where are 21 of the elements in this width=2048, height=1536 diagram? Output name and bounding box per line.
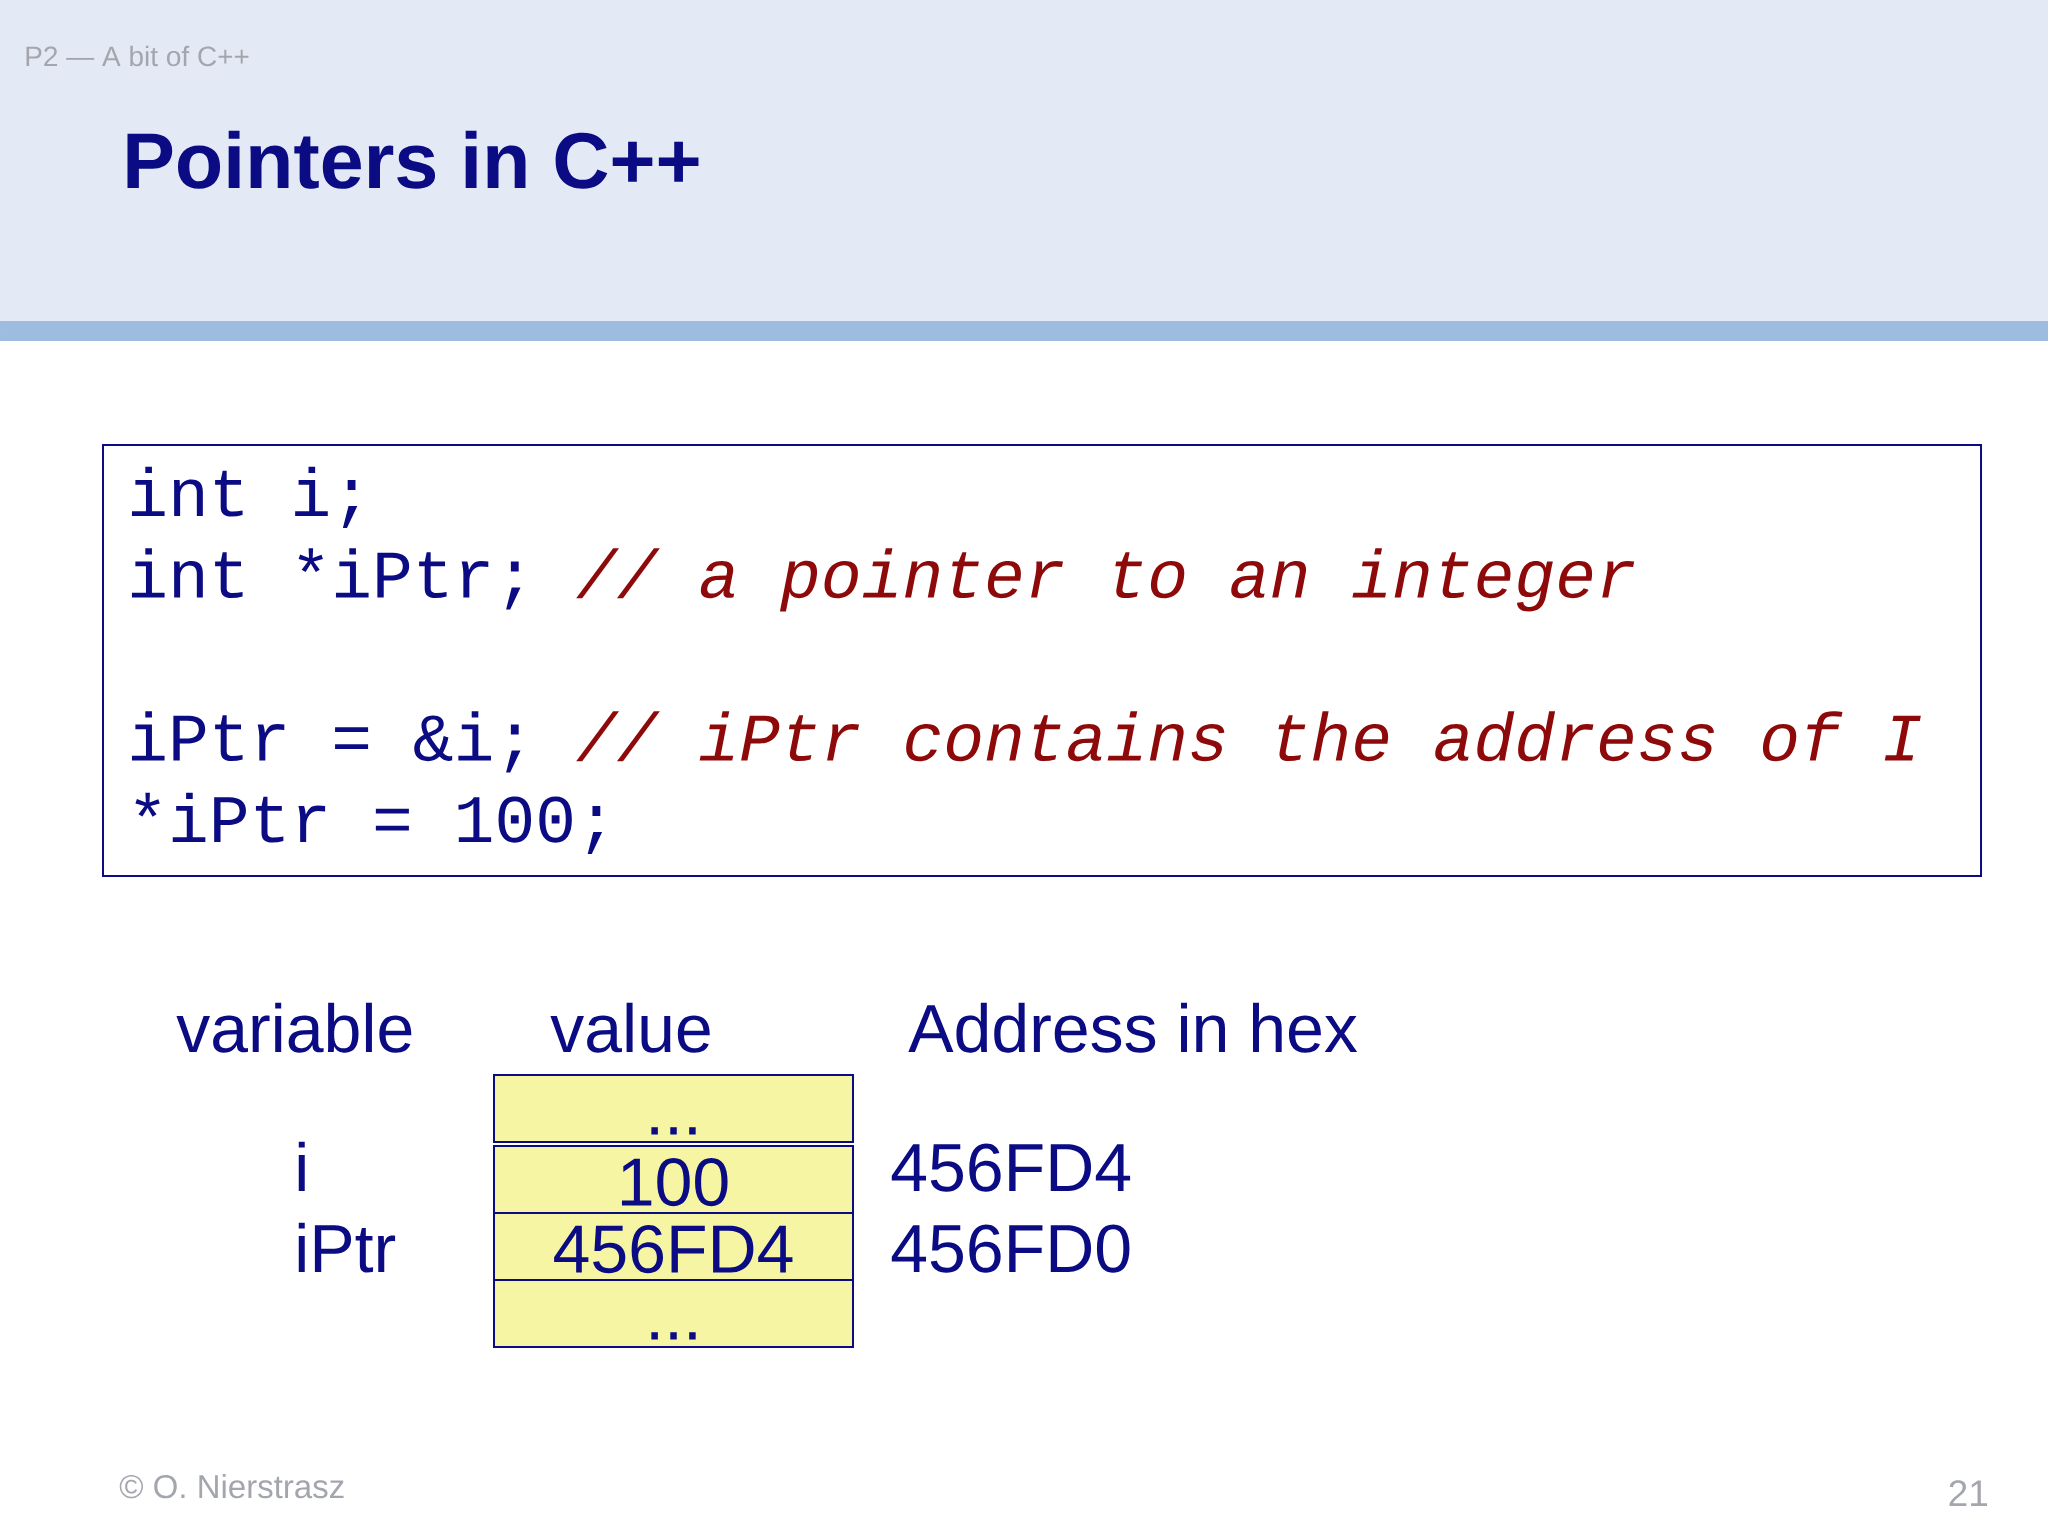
slide-title: Pointers in C++ xyxy=(127,130,699,189)
address-label: 456FD4 xyxy=(891,1143,1131,1192)
code-line: int *iPtr; xyxy=(131,548,521,610)
code-line: *iPtr = 100; xyxy=(135,792,603,855)
memory-cell: 456FD4 xyxy=(493,1212,854,1281)
memory-cell: 100 xyxy=(493,1145,854,1214)
code-line: iPtr = &i; xyxy=(131,711,521,773)
memory-cell: ... xyxy=(493,1279,854,1348)
code-comment: // iPtr contains the address of I xyxy=(576,711,1921,762)
column-header: Address in hex xyxy=(908,1002,1358,1053)
memory-cell: ... xyxy=(493,1074,854,1143)
running-header: P2 — A bit of C++ xyxy=(26,45,249,67)
variable-name: i xyxy=(298,1141,305,1191)
footer-text: © O. Nierstrasz xyxy=(119,1474,344,1499)
variable-name: iPtr xyxy=(298,1222,396,1273)
code-comment: // a pointer to an integer xyxy=(576,548,1635,612)
column-header: variable xyxy=(176,1002,412,1053)
page-number: 21 xyxy=(1949,1480,1987,1506)
code-line: int i; xyxy=(131,466,358,529)
column-header: value xyxy=(550,1002,710,1053)
address-label: 456FD0 xyxy=(891,1224,1130,1273)
